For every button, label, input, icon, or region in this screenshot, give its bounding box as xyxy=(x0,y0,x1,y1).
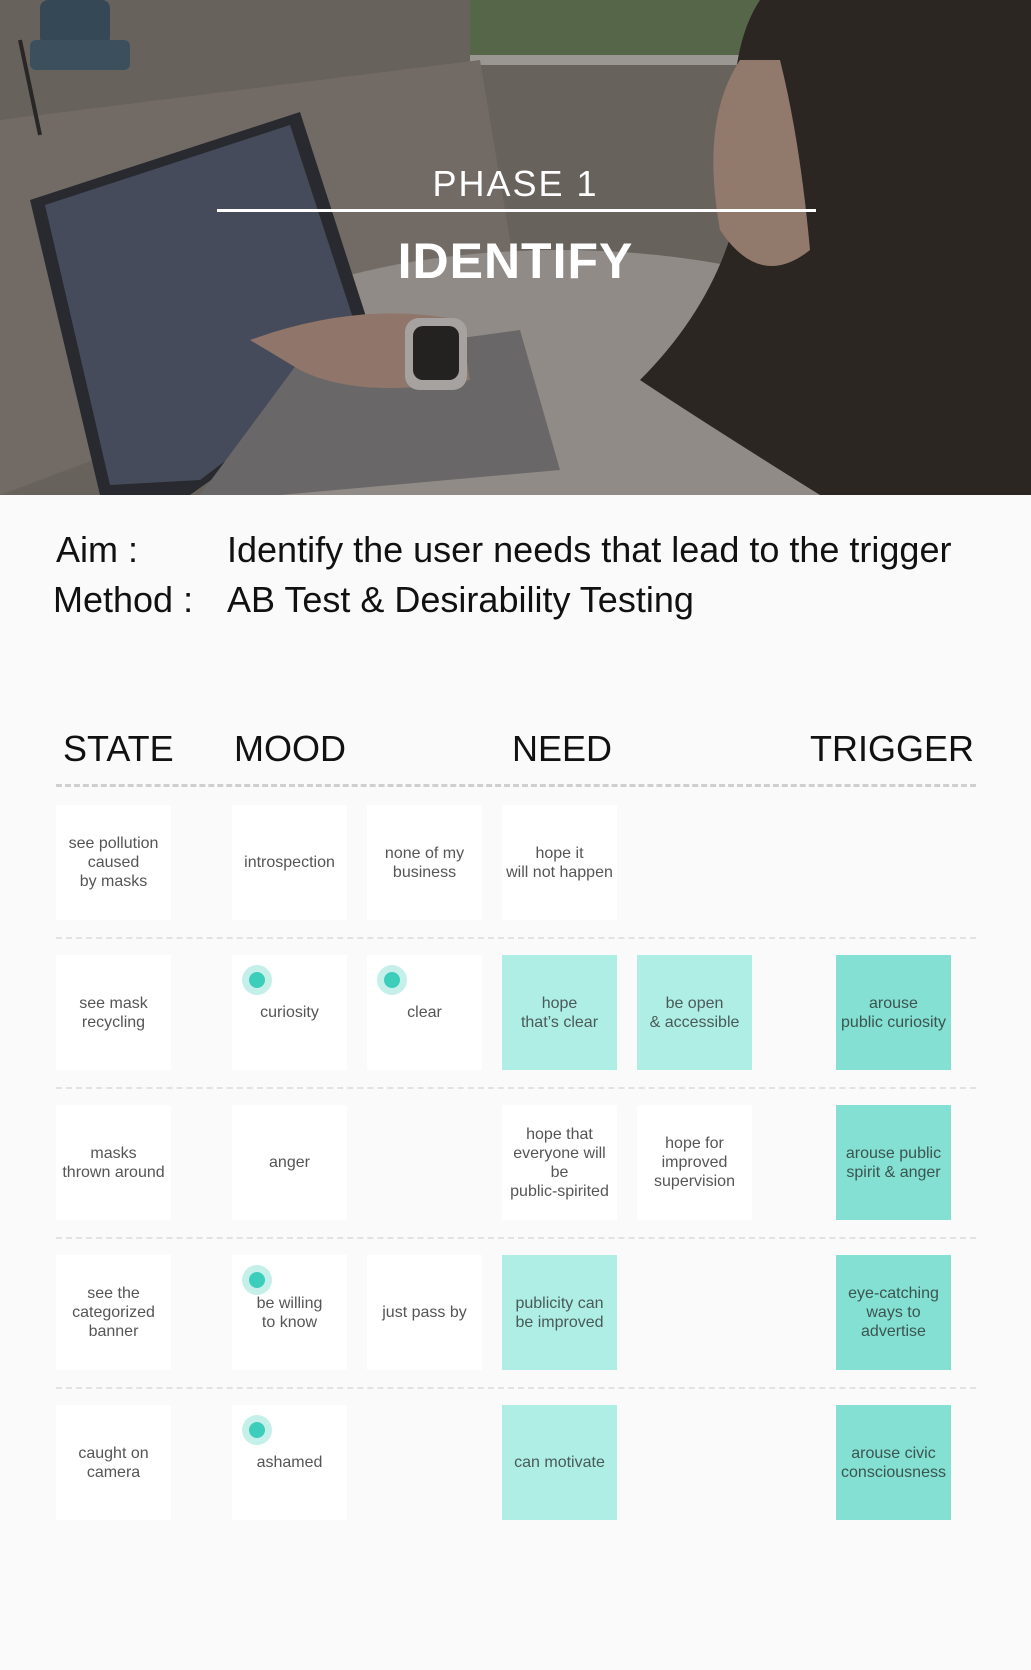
need-card-highlighted: be open & accessible xyxy=(637,955,752,1070)
aim-label: Aim : xyxy=(56,529,139,570)
phase-title: IDENTIFY xyxy=(397,233,634,289)
need-card: hope that everyone will be public-spirit… xyxy=(502,1105,617,1220)
trigger-card: eye-catching ways to advertise xyxy=(836,1255,951,1370)
selected-marker-icon xyxy=(377,965,407,995)
need-card-highlighted: hope that’s clear xyxy=(502,955,617,1070)
state-card: caught on camera xyxy=(56,1405,171,1520)
selected-marker-icon xyxy=(242,965,272,995)
need-card: hope for improved supervision xyxy=(637,1105,752,1220)
need-card-highlighted: publicity can be improved xyxy=(502,1255,617,1370)
phase-divider xyxy=(217,209,816,212)
mood-card: ashamed xyxy=(232,1405,347,1520)
aim-value: Identify the user needs that lead to the… xyxy=(227,529,952,570)
row-divider xyxy=(56,1237,976,1239)
mood-card: introspection xyxy=(232,805,347,920)
method-label: Method : xyxy=(53,579,194,620)
phase-label: PHASE 1 xyxy=(432,163,599,204)
state-card: see pollution caused by masks xyxy=(56,805,171,920)
row-divider xyxy=(56,1087,976,1089)
header-divider xyxy=(56,784,976,787)
mood-card: none of my business xyxy=(367,805,482,920)
method-value: AB Test & Desirability Testing xyxy=(227,579,694,620)
trigger-card: arouse civic consciousness xyxy=(836,1405,951,1520)
need-card-highlighted: can motivate xyxy=(502,1405,617,1520)
row-divider xyxy=(56,937,976,939)
mood-card: just pass by xyxy=(367,1255,482,1370)
state-card: masks thrown around xyxy=(56,1105,171,1220)
column-header-trigger: TRIGGER xyxy=(810,728,975,769)
column-header-need: NEED xyxy=(512,728,613,769)
hero-banner: PHASE 1 IDENTIFY xyxy=(0,0,1031,495)
hero-photo xyxy=(0,0,1031,495)
hero-overlay xyxy=(0,0,1031,495)
need-card: hope it will not happen xyxy=(502,805,617,920)
mood-card: anger xyxy=(232,1105,347,1220)
selected-marker-icon xyxy=(242,1415,272,1445)
selected-marker-icon xyxy=(242,1265,272,1295)
row-divider xyxy=(56,1387,976,1389)
column-header-state: STATE xyxy=(63,728,174,769)
trigger-card: arouse public curiosity xyxy=(836,955,951,1070)
state-card: see mask recycling xyxy=(56,955,171,1070)
column-header-mood: MOOD xyxy=(234,728,346,769)
state-card: see the categorized banner xyxy=(56,1255,171,1370)
trigger-card: arouse public spirit & anger xyxy=(836,1105,951,1220)
